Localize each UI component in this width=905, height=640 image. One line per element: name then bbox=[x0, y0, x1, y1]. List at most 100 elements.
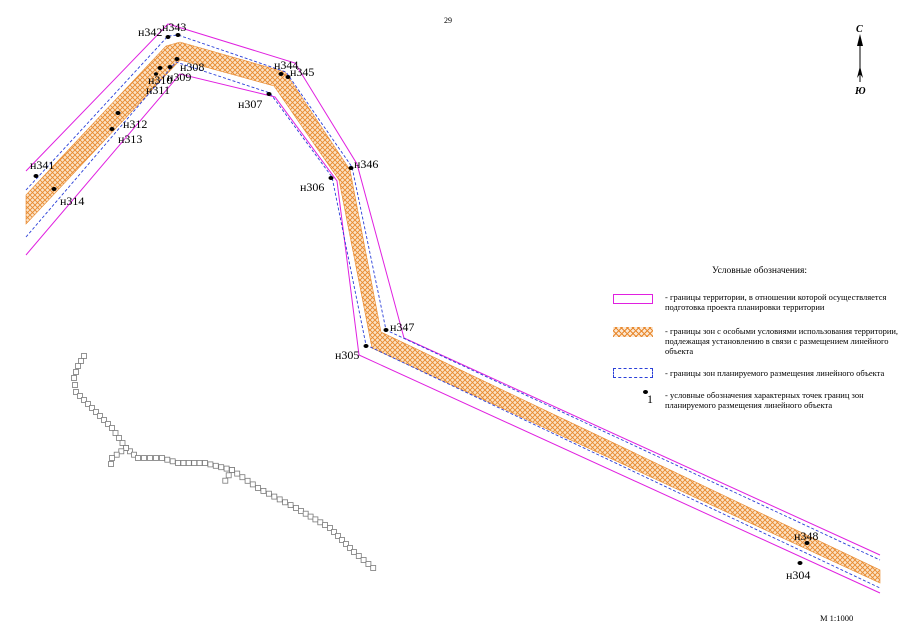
scale-label: М 1:1000 bbox=[820, 613, 854, 623]
territory-boundary-inner bbox=[25, 73, 881, 594]
special-use-zone bbox=[25, 41, 881, 584]
network-segment bbox=[229, 467, 235, 473]
point-label: н347 bbox=[390, 320, 414, 334]
network-segment bbox=[365, 561, 372, 567]
network-segment bbox=[97, 413, 103, 419]
network-segment bbox=[327, 525, 333, 531]
legend-text: - границы территории, в отношении которо… bbox=[665, 292, 887, 312]
network-segment bbox=[175, 460, 181, 466]
network-segment bbox=[225, 472, 232, 479]
point-label: н342 bbox=[138, 25, 162, 39]
network-segment bbox=[234, 470, 241, 477]
network-segment bbox=[153, 455, 159, 461]
network-segment bbox=[249, 481, 256, 488]
point-label: н306 bbox=[300, 180, 324, 194]
network-segment bbox=[339, 537, 345, 543]
network-segment bbox=[222, 477, 229, 484]
point-н312: н312 bbox=[115, 111, 147, 131]
point-label: н304 bbox=[786, 568, 810, 582]
network-segment bbox=[322, 522, 329, 528]
point-н309: н309 bbox=[167, 65, 191, 84]
point-н304: н304 bbox=[786, 561, 810, 582]
legend-title: Условные обозначения: bbox=[712, 266, 808, 276]
network-segment bbox=[202, 460, 208, 466]
network-segment bbox=[118, 448, 125, 455]
network-segment bbox=[101, 417, 107, 423]
existing-network bbox=[71, 353, 377, 571]
point-н314: н314 bbox=[51, 187, 84, 208]
network-segment bbox=[271, 493, 278, 500]
network-segment bbox=[72, 382, 78, 388]
network-segment bbox=[119, 440, 126, 446]
network-segment bbox=[293, 505, 299, 511]
network-segment bbox=[93, 409, 99, 415]
network-segment bbox=[196, 460, 203, 466]
network-segment bbox=[331, 529, 337, 535]
characteristic-points: н342 н343 н344 н345 н308 н309 bbox=[30, 20, 818, 582]
planned-zone-boundary-inner bbox=[25, 61, 881, 589]
point-label: н310 bbox=[148, 73, 172, 87]
point-label: н343 bbox=[162, 20, 186, 34]
point-н344: н344 bbox=[274, 58, 298, 76]
point-н313: н313 bbox=[109, 127, 142, 146]
network-segment bbox=[127, 448, 133, 455]
network-segment bbox=[255, 485, 261, 491]
network-segment bbox=[218, 464, 225, 471]
point-label: н346 bbox=[354, 157, 378, 171]
point-marker-swatch: 1 bbox=[613, 388, 653, 410]
network-segment bbox=[317, 519, 324, 526]
network-segment bbox=[302, 510, 309, 517]
network-segment bbox=[77, 393, 83, 399]
north-arrow: С Ю bbox=[848, 20, 872, 100]
network-segment bbox=[351, 549, 357, 555]
network-segment bbox=[164, 456, 171, 463]
network-segment bbox=[307, 513, 314, 520]
network-segment bbox=[81, 353, 87, 359]
network-segment bbox=[113, 451, 120, 458]
network-segment bbox=[89, 405, 95, 411]
territory-boundary-outer bbox=[25, 23, 881, 556]
network-segment bbox=[223, 465, 230, 472]
network-segment bbox=[207, 461, 214, 468]
network-segment bbox=[73, 389, 79, 395]
point-н348: н348 bbox=[794, 529, 818, 545]
network-segment bbox=[276, 496, 283, 503]
network-segment bbox=[81, 397, 87, 403]
network-segment bbox=[71, 375, 77, 381]
point-marker-icon bbox=[643, 390, 648, 394]
network-segment bbox=[78, 358, 84, 364]
network-segment bbox=[191, 460, 198, 466]
north-label: С bbox=[856, 24, 863, 35]
network-segment bbox=[109, 455, 115, 461]
point-label: н344 bbox=[274, 58, 298, 72]
point-label: н311 bbox=[146, 83, 170, 97]
point-н310: н310 bbox=[148, 66, 172, 87]
point-н305: н305 bbox=[335, 344, 369, 362]
network-segment bbox=[123, 445, 129, 451]
point-н308: н308 bbox=[174, 57, 204, 74]
point-label: н341 bbox=[30, 158, 54, 172]
point-label: н312 bbox=[123, 117, 147, 131]
point-label: н314 bbox=[60, 194, 84, 208]
point-label: н313 bbox=[118, 132, 142, 146]
network-segment bbox=[335, 533, 341, 539]
network-segment bbox=[116, 435, 122, 441]
network-segment bbox=[141, 455, 147, 461]
network-segment bbox=[159, 455, 165, 461]
legend-text: - границы зон с особыми условиями исполь… bbox=[665, 326, 899, 356]
point-н343: н343 bbox=[162, 20, 186, 37]
network-segment bbox=[282, 499, 289, 506]
network-segment bbox=[343, 541, 349, 547]
point-н346: н346 bbox=[348, 157, 378, 171]
point-н347: н347 bbox=[383, 320, 414, 334]
network-segment bbox=[105, 421, 111, 427]
network-segment bbox=[355, 553, 362, 559]
network-segment bbox=[287, 502, 294, 509]
network-segment bbox=[85, 401, 91, 407]
network-segment bbox=[347, 545, 353, 551]
network-segment bbox=[265, 490, 272, 497]
network-segment bbox=[312, 516, 319, 523]
network-segment bbox=[260, 487, 267, 494]
network-segment bbox=[147, 455, 153, 461]
